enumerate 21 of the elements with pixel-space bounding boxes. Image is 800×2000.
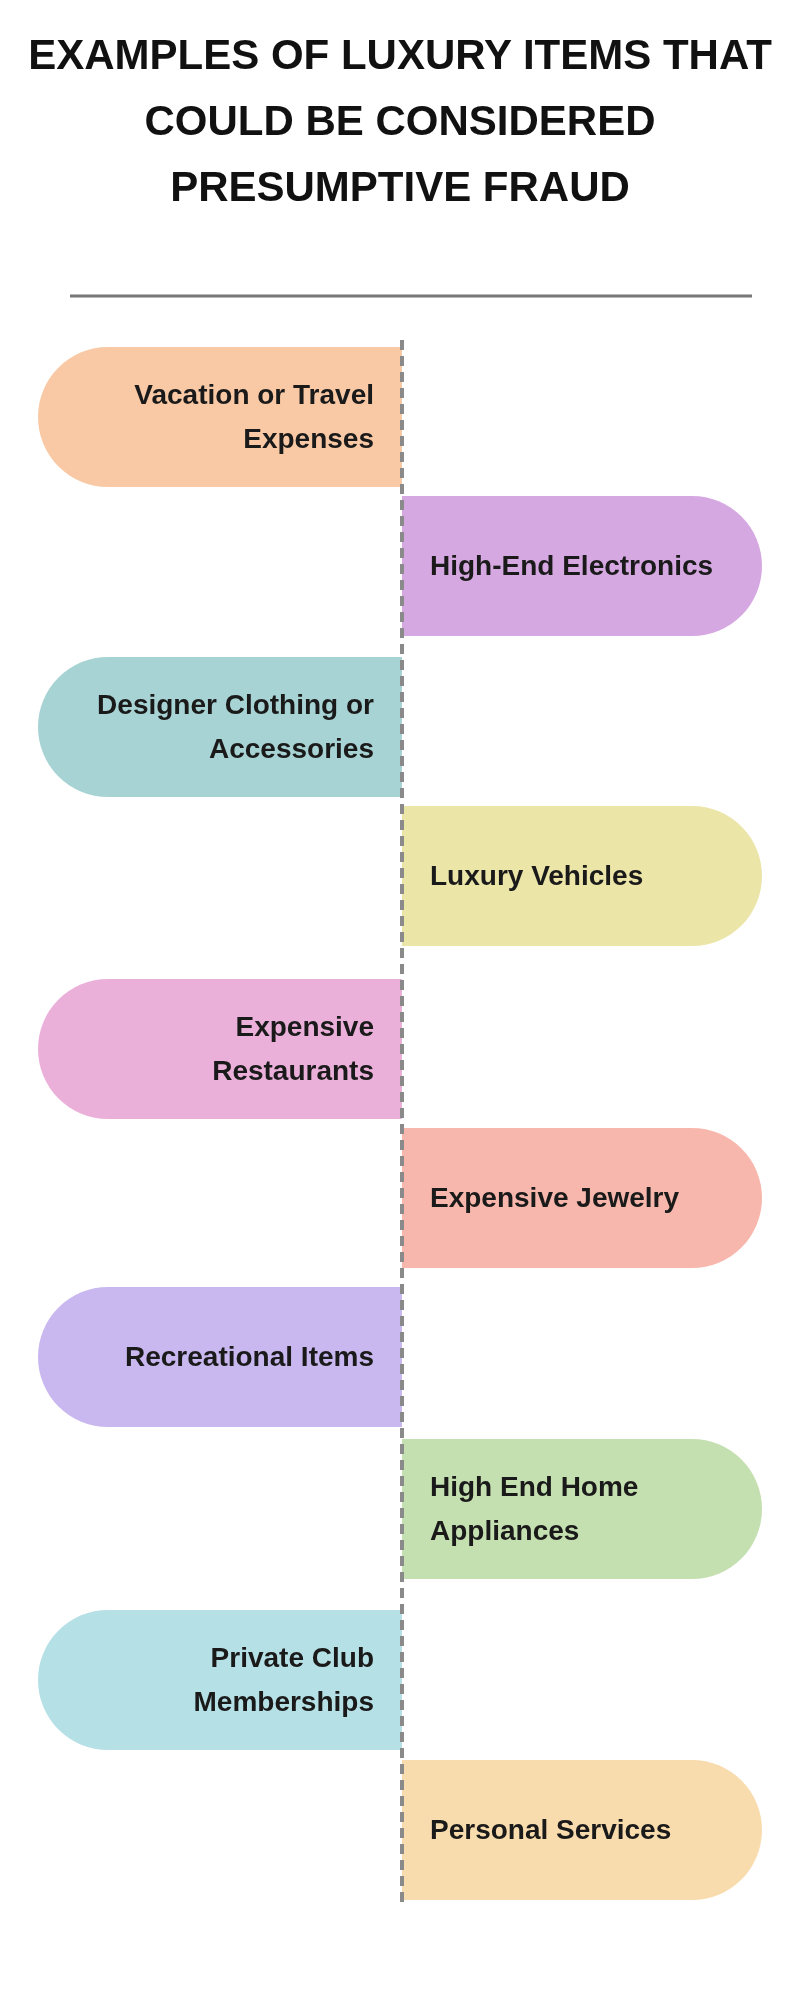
item-pill xyxy=(402,1128,762,1268)
item-pill xyxy=(402,1439,762,1579)
item-label: Expensive Restaurants xyxy=(211,1010,374,1088)
title: EXAMPLES OF LUXURY ITEMS THAT COULD BE CONSIDERED PRESUMPTIVE FRAUD xyxy=(27,30,773,212)
item-label: Vacation or Travel Expenses xyxy=(133,378,374,456)
item-pill xyxy=(402,1760,762,1900)
item-label: Luxury Vehicles xyxy=(430,859,644,893)
item-label: Recreational Items xyxy=(125,1340,374,1374)
item-label: High End Home Appliances xyxy=(430,1470,640,1548)
item-pill xyxy=(38,1287,402,1427)
item-label: High-End Electronics xyxy=(430,549,714,583)
item-label: Expensive Jewelry xyxy=(430,1181,680,1215)
item-pill xyxy=(402,806,762,946)
item-label: Personal Services xyxy=(430,1813,672,1847)
item-pill xyxy=(38,657,402,797)
item-pill xyxy=(38,347,402,487)
item-pill xyxy=(402,496,762,636)
item-pill xyxy=(38,979,402,1119)
item-label: Designer Clothing or Accessories xyxy=(96,688,374,766)
item-pill xyxy=(38,1610,402,1750)
item-label: Private Club Memberships xyxy=(192,1641,374,1719)
